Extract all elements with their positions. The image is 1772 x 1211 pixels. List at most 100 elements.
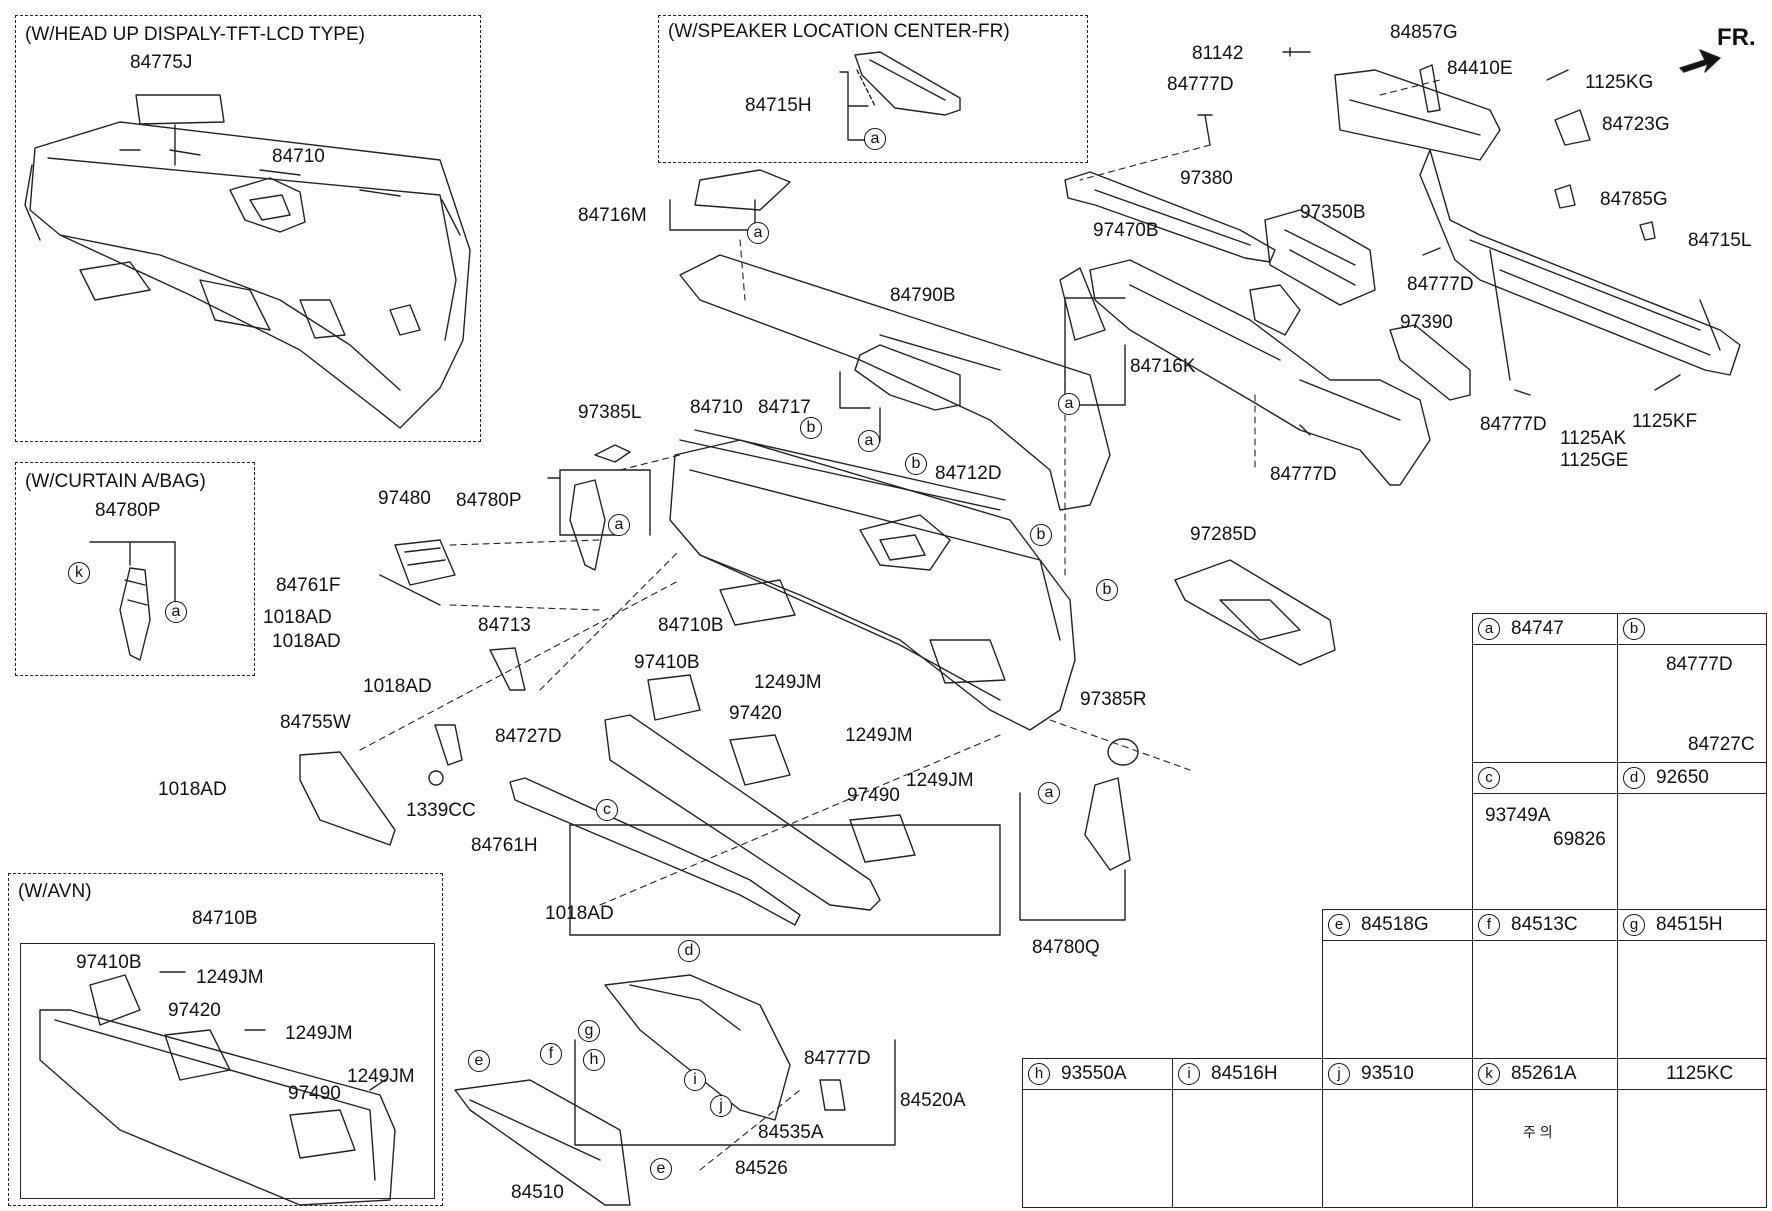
callout-a: a [864, 128, 886, 150]
part-label: 84410E [1447, 58, 1513, 79]
legend-part-number: 92650 [1656, 767, 1709, 788]
part-label: 97390 [1400, 312, 1453, 333]
part-label: 84790B [890, 285, 956, 306]
callout-h: h [583, 1049, 605, 1071]
legend-cell-e: e 84518G [1322, 909, 1473, 1059]
part-label: 97380 [1180, 168, 1233, 189]
part-label: 97490 [847, 785, 900, 806]
front-direction-label: FR. [1717, 24, 1756, 51]
callout-g: g [578, 1020, 600, 1042]
callout-e: e [1328, 914, 1350, 936]
legend-part-number: 1125KC [1666, 1063, 1734, 1084]
callout-c: c [596, 799, 618, 821]
part-label: 97385R [1080, 689, 1147, 710]
legend-cell-c: c 93749A 69826 [1472, 762, 1618, 910]
part-label: 1249JM [754, 672, 822, 693]
part-label: 84777D [1270, 464, 1337, 485]
speaker-option-box [658, 15, 1088, 163]
legend-part-number: 84513C [1511, 914, 1578, 935]
callout-j: j [1328, 1063, 1350, 1085]
legend-cell-h: h 93550A [1022, 1058, 1173, 1208]
callout-d: d [1623, 767, 1645, 789]
legend-part-number: 93550A [1061, 1063, 1127, 1084]
callout-a: a [165, 601, 187, 623]
legend-cell-b: b 84777D 84727C [1617, 613, 1767, 763]
part-label: 1249JM [845, 725, 913, 746]
part-label: 84510 [511, 1182, 564, 1203]
part-label: 84710B [658, 615, 724, 636]
legend-cell-d: d 92650 [1617, 762, 1767, 910]
part-label: 84710 [690, 397, 743, 418]
part-label: 1249JM [285, 1023, 353, 1044]
part-label: 84857G [1390, 22, 1458, 43]
speaker-cover-drawing [839, 51, 961, 141]
part-label: 1249JM [906, 770, 974, 791]
part-label: 84710B [192, 908, 258, 929]
callout-k: k [1478, 1063, 1500, 1085]
part-label: 84780Q [1032, 937, 1100, 958]
part-label: 97420 [729, 703, 782, 724]
part-label: 97420 [168, 1000, 221, 1021]
part-label: 1018AD [272, 631, 341, 652]
legend-sub-label: 84777D [1666, 654, 1733, 675]
part-label: 84713 [478, 615, 531, 636]
part-label: 84785G [1600, 189, 1668, 210]
avn-box-title: (W/AVN) [18, 881, 92, 902]
part-label: 97285D [1190, 524, 1257, 545]
callout-a: a [1478, 618, 1500, 640]
part-label: 1018AD [158, 779, 227, 800]
callout-a: a [747, 222, 769, 244]
part-label: 1018AD [545, 903, 614, 924]
part-label: 97410B [634, 652, 700, 673]
avn-option-box [8, 873, 443, 1206]
part-label: 81142 [1192, 43, 1244, 64]
part-label: 84715L [1688, 230, 1752, 251]
part-label: 97350B [1300, 202, 1366, 223]
callout-a: a [1058, 393, 1080, 415]
callout-c: c [1478, 767, 1500, 789]
part-label: 97490 [288, 1083, 341, 1104]
part-label: 84780P [95, 500, 161, 521]
part-label: 84710 [272, 146, 325, 167]
part-label: 97385L [578, 402, 642, 423]
legend-sub-label: 93749A [1485, 805, 1551, 826]
callout-h: h [1028, 1063, 1050, 1085]
part-label: 84716M [578, 205, 647, 226]
callout-b: b [905, 453, 927, 475]
callout-g: g [1623, 914, 1645, 936]
legend-part-number: 85261A [1511, 1063, 1577, 1084]
part-label: 84761F [276, 575, 341, 596]
callout-e: e [468, 1050, 490, 1072]
part-label: 84712D [935, 463, 1002, 484]
part-label: 84777D [804, 1048, 871, 1069]
legend-part-number: 84516H [1211, 1063, 1278, 1084]
part-label: 1018AD [363, 676, 432, 697]
hud-dashboard-drawing [24, 94, 471, 429]
part-label: 84761H [471, 835, 538, 856]
legend-cell-f: f 84513C [1472, 909, 1618, 1059]
part-label: 84723G [1602, 114, 1670, 135]
warning-label-title: 주 의 [1523, 1124, 1553, 1140]
part-label: 84715H [745, 95, 812, 116]
hud-option-box [15, 15, 481, 442]
legend-sub-label: 69826 [1553, 829, 1606, 850]
callout-b: b [1623, 618, 1645, 640]
part-label: 1125KF [1632, 411, 1698, 432]
part-label: 84716K [1130, 356, 1196, 377]
part-label: 97410B [76, 952, 142, 973]
legend-part-number: 84518G [1361, 914, 1429, 935]
part-label: 84727D [495, 726, 562, 747]
duct-cowl-drawing [1064, 47, 1741, 486]
callout-b: b [1030, 524, 1052, 546]
part-label: 1249JM [347, 1066, 415, 1087]
part-label: 1339CC [406, 800, 476, 821]
callout-d: d [678, 940, 700, 962]
avn-inner-frame [20, 943, 435, 1199]
hud-box-title: (W/HEAD UP DISPALY-TFT-LCD TYPE) [25, 24, 365, 45]
part-label: 97480 [378, 488, 431, 509]
callout-f: f [1478, 914, 1500, 936]
